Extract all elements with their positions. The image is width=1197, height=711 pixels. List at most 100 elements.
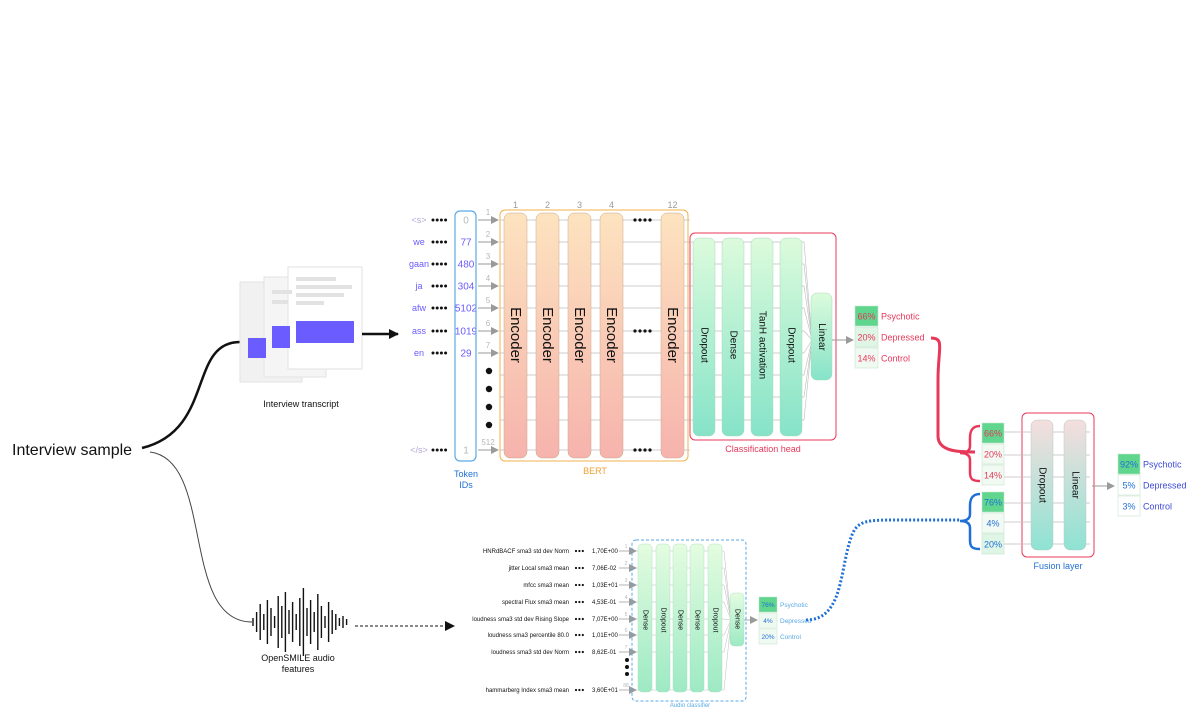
audio-feature-dot [574, 549, 578, 553]
audio-feature-dot [574, 617, 578, 621]
audio-feature-value: 3,60E+01 [592, 688, 619, 694]
audio-feature-dot [578, 600, 581, 604]
token-ellipsis-dots [485, 367, 493, 429]
audio-arrow-head [445, 621, 455, 631]
audio-feature-dot [581, 583, 584, 587]
token-dot [431, 306, 435, 310]
fusion-text-input-value: 20% [984, 450, 1002, 460]
bert-dot [633, 448, 637, 452]
audio-output-pct: 76% [761, 602, 774, 609]
final-output-pct: 92% [1120, 460, 1138, 470]
fusion-audio-input-value: 4% [986, 519, 999, 529]
token-dot [435, 329, 439, 333]
audio-layer-block [689, 543, 705, 693]
token-dot [439, 218, 443, 222]
text-output-cell [854, 305, 879, 327]
head-fan-line [803, 285, 813, 341]
audio-ellipsis-dot [625, 672, 629, 676]
final-output-label: Depressed [1143, 481, 1187, 491]
token-dot [444, 262, 448, 266]
audio-classifier-box [631, 539, 747, 702]
token-dot [444, 284, 448, 288]
bert-dot [648, 329, 652, 333]
encoder-block [535, 212, 560, 459]
token-dot [431, 284, 435, 288]
audio-feature-dot [581, 600, 584, 604]
text-output-label: Psychotic [881, 312, 920, 322]
token-ids-label-line1: Token [454, 469, 478, 479]
bert-dot [638, 329, 642, 333]
token-dot [439, 262, 443, 266]
token-id: 29 [460, 349, 472, 360]
audio-branch-curve [149, 451, 253, 623]
fusion-layer-block [1030, 419, 1054, 551]
transcript-branch-curve [141, 340, 241, 450]
fusion-inputs: 66%20%14%76%4%20% [981, 422, 1005, 555]
head-layer-label: TanH activation [757, 311, 768, 379]
token-word: ja [414, 281, 422, 291]
audio-layer-label: Dense [734, 609, 741, 629]
token-id: 480 [458, 260, 475, 271]
final-output-label: Psychotic [1143, 460, 1182, 470]
token-dot [435, 351, 439, 355]
token-dot [439, 329, 443, 333]
final-output-pct: 5% [1122, 481, 1135, 491]
head-fan-line [803, 263, 813, 341]
fusion-text-input-cell [981, 443, 1005, 465]
classification-head-label: Classification head [725, 444, 801, 454]
head-layer-label: Dropout [786, 327, 797, 363]
head-fan-line [803, 339, 813, 398]
audio-ellipsis-dots [625, 658, 629, 676]
audio-feature-dot [574, 600, 578, 604]
bert-layer-number: 1 [513, 200, 518, 210]
text-output-pct: 20% [857, 333, 875, 343]
audio-feature-value: 7,06E-02 [592, 566, 617, 572]
audio-feature-dot [578, 583, 581, 587]
token-position: 1 [486, 208, 491, 217]
audio-feature-dot [578, 617, 581, 621]
audio-classifier-label: Audio classifier [670, 703, 710, 709]
bert-layer-number: 2 [545, 200, 550, 210]
audio-feature-dot [578, 650, 581, 654]
token-dot [435, 262, 439, 266]
audio-output-pct: 4% [763, 618, 773, 625]
fusion-layer-label: Dropout [1037, 467, 1048, 503]
token-id: 5102 [455, 304, 478, 315]
token-ids-label-line2: IDs [459, 480, 473, 490]
token-dot [444, 329, 448, 333]
token-dot [444, 218, 448, 222]
fusion-layer-label: Fusion layer [1033, 561, 1082, 571]
bert-dot [648, 218, 652, 222]
token-word: </s> [410, 445, 428, 455]
audio-feature-name: jitter Local sma3 mean [508, 566, 569, 572]
audio-feature-value: 8,62E-01 [592, 650, 617, 656]
token-id: 1019 [455, 327, 478, 338]
token-position: 5 [486, 296, 491, 305]
head-layer-label: Linear [816, 323, 827, 351]
encoder-label: Encoder [603, 307, 620, 363]
audio-layer-block [707, 543, 723, 693]
token-dot [435, 218, 439, 222]
bert-dot [638, 218, 642, 222]
token-ellipsis-dot [485, 421, 493, 429]
token-dot [435, 240, 439, 244]
token-dot [439, 240, 443, 244]
token-position: 512 [481, 438, 495, 447]
fusion-text-input-cell [981, 422, 1005, 444]
token-dot [444, 351, 448, 355]
token-dot [435, 306, 439, 310]
token-position: 7 [486, 341, 491, 350]
audio-layer-block [729, 592, 745, 647]
audio-ellipsis-dot [625, 658, 629, 662]
fusion-text-input-cell [981, 464, 1005, 486]
audio-output-cell [758, 596, 778, 613]
token-word: ass [412, 326, 427, 336]
audio-fusion-brace [959, 492, 981, 551]
